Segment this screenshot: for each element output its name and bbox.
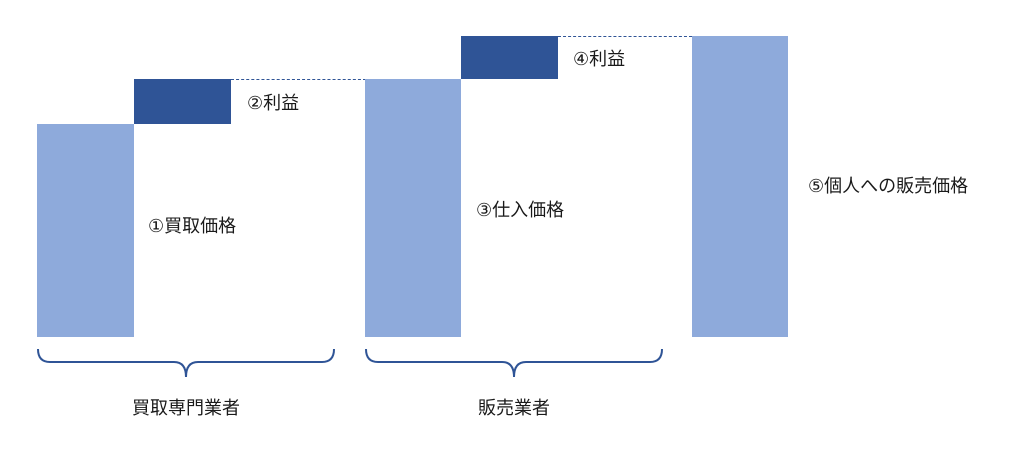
profit-1-label: ②利益 [247, 93, 300, 114]
profit-2-label: ④利益 [573, 49, 626, 70]
profit-1-block [134, 79, 231, 124]
retail-price-label: ⑤個人への販売価格 [808, 176, 969, 197]
profit-2-dashed-line [558, 36, 692, 37]
profit-2-block [461, 36, 558, 79]
buyer-group-label: 買取専門業者 [132, 398, 240, 419]
cost-price-label: ③仕入価格 [476, 200, 565, 221]
purchase-price-label: ①買取価格 [148, 216, 237, 237]
cost-price-bar [365, 79, 461, 337]
seller-group-bracket [365, 348, 663, 378]
seller-group-label: 販売業者 [478, 398, 550, 419]
purchase-price-bar [37, 124, 134, 337]
retail-price-bar [692, 36, 788, 337]
profit-1-dashed-line [231, 79, 366, 80]
buyer-group-bracket [37, 348, 335, 378]
